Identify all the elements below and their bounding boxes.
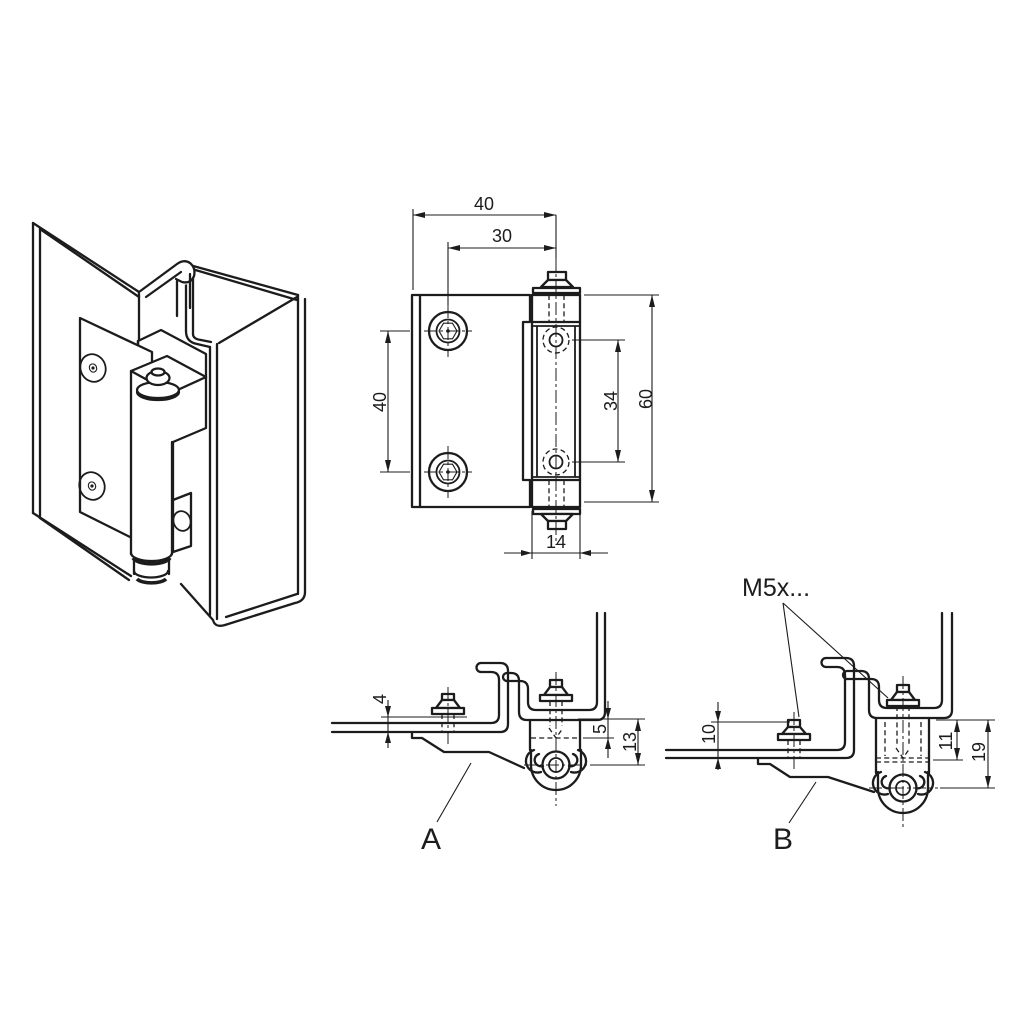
- dim-text-34: 34: [601, 391, 621, 411]
- dim-text-11: 11: [936, 732, 956, 751]
- fv-dim-width-40: 40: [412, 194, 556, 290]
- sa-hinge-body: [410, 730, 526, 770]
- dim-text-40-left: 40: [370, 392, 390, 412]
- iso-hinge-pin: [135, 367, 181, 402]
- dim-text-5: 5: [590, 724, 610, 734]
- section-view-b: 10 11 19 M5x... B: [664, 574, 995, 856]
- dim-text-19: 19: [969, 742, 989, 762]
- sb-dim-10: 10: [699, 702, 790, 770]
- iso-door-hem: [137, 260, 196, 318]
- fv-pin-bolt-bottom: [531, 507, 582, 531]
- iso-door-panel: [31, 221, 141, 582]
- iso-screw-top: [79, 353, 107, 383]
- callout-leader-door-screw: [782, 602, 800, 718]
- dim-text-4: 4: [370, 694, 390, 704]
- dim-text-40-top: 40: [474, 194, 494, 214]
- fv-dim-pinholes-34: 34: [572, 339, 625, 463]
- fv-screw-bottom: [424, 446, 472, 498]
- sa-door-screw: [430, 687, 466, 745]
- isometric-view: [31, 221, 307, 627]
- sb-hinge-body: [756, 756, 876, 794]
- sb-door-sheet: [664, 656, 856, 760]
- screw-callout-text: M5x...: [742, 574, 810, 602]
- sa-pin-barrel: [524, 727, 592, 792]
- sa-dim-13: 13: [592, 719, 645, 766]
- sa-dim-4: 4: [370, 694, 467, 748]
- dim-text-60: 60: [636, 389, 656, 409]
- sa-label-leader: [436, 762, 472, 823]
- callout-leader-frame-screw: [782, 602, 889, 699]
- sa-door-sheet: [330, 661, 510, 734]
- fv-screw-top: [424, 305, 472, 357]
- dim-text-14: 14: [546, 532, 566, 552]
- sb-frame-profile: [841, 611, 954, 720]
- sb-label-leader: [788, 781, 817, 824]
- dim-text-10: 10: [699, 724, 719, 744]
- iso-screw-bottom: [78, 471, 106, 501]
- fv-dim-height-60: 60: [584, 294, 659, 503]
- sb-dim-11: 11: [933, 719, 995, 761]
- sa-dim-5: 5: [578, 701, 645, 758]
- sb-dim-19: 19: [940, 720, 995, 789]
- fv-dim-knuckle-14: 14: [504, 511, 608, 559]
- sa-frame-screw: [538, 672, 574, 806]
- section-view-a: 4 5 13 A: [330, 611, 645, 856]
- sb-screw-callout: M5x...: [742, 574, 889, 718]
- sb-knuckle-block: [874, 716, 931, 775]
- label-a: A: [421, 823, 441, 856]
- sb-door-screw: [776, 712, 812, 770]
- iso-knuckle-cylinder: [129, 369, 174, 585]
- fv-dim-offset-30: 30: [448, 226, 556, 251]
- sb-frame-screw: [885, 676, 921, 830]
- dim-text-13: 13: [620, 732, 640, 752]
- dim-text-30: 30: [492, 226, 512, 246]
- fv-dim-holes-40: 40: [370, 330, 410, 473]
- label-b: B: [773, 823, 793, 856]
- fv-plate: [410, 293, 532, 509]
- sa-frame-profile: [501, 611, 607, 722]
- front-view: 40 30 40 34 60: [370, 194, 659, 559]
- sa-knuckle-block: [528, 718, 582, 752]
- iso-frame-profile: [179, 262, 307, 627]
